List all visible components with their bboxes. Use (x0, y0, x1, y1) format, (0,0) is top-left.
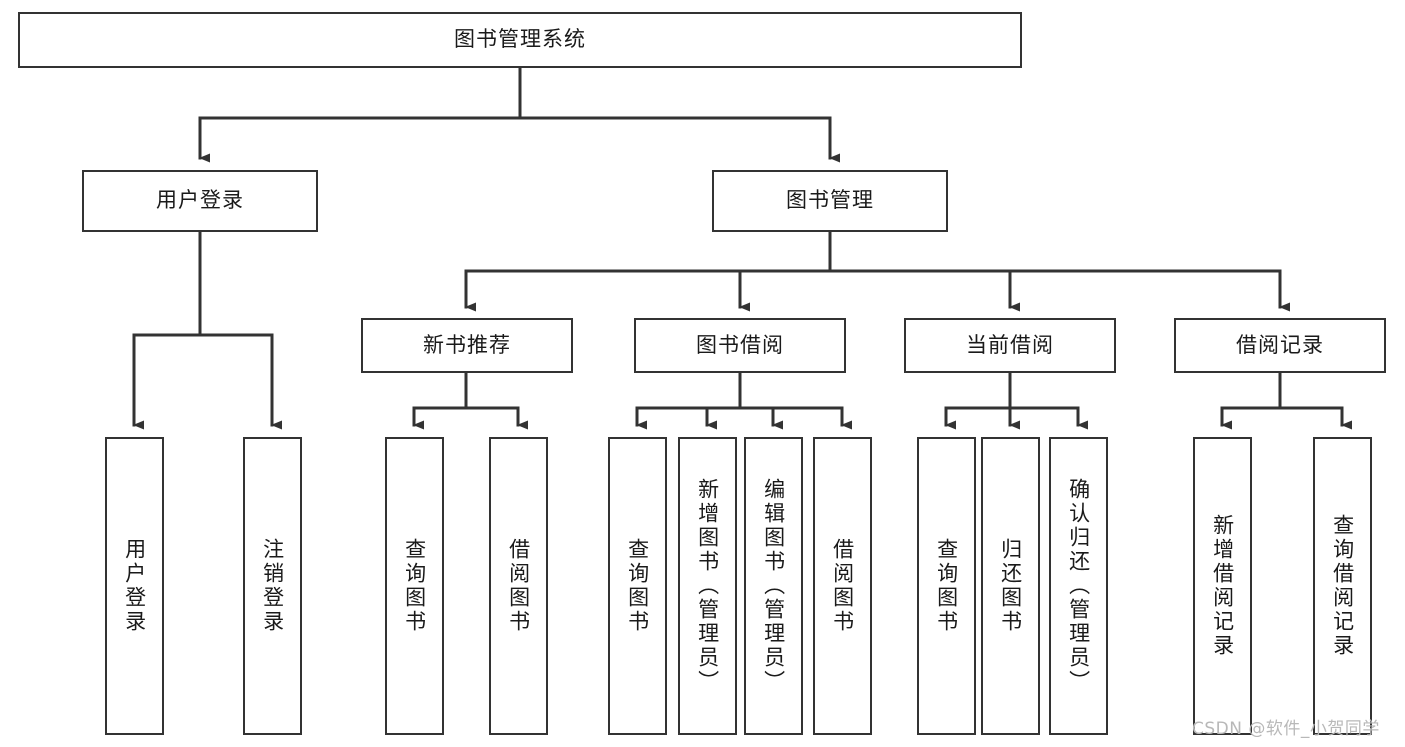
node-book-manage-label: 图书管理 (786, 188, 874, 213)
node-leaf-borrow-book-1-label: 借阅图书 (506, 538, 531, 634)
node-leaf-query-book-1[interactable]: 查询图书 (385, 437, 444, 735)
node-borrow-record[interactable]: 借阅记录 (1174, 318, 1386, 373)
node-leaf-user-login[interactable]: 用户登录 (105, 437, 164, 735)
node-leaf-query-book-3[interactable]: 查询图书 (917, 437, 976, 735)
node-leaf-add-record-label: 新增借阅记录 (1210, 514, 1235, 658)
node-leaf-return-book-label: 归还图书 (998, 538, 1023, 634)
node-leaf-borrow-book-1[interactable]: 借阅图书 (489, 437, 548, 735)
node-root[interactable]: 图书管理系统 (18, 12, 1022, 68)
node-borrow-record-label: 借阅记录 (1236, 332, 1324, 357)
node-leaf-query-book-2[interactable]: 查询图书 (608, 437, 667, 735)
node-leaf-add-record[interactable]: 新增借阅记录 (1193, 437, 1252, 735)
node-leaf-add-book-label: 新增图书（管理员） (695, 478, 720, 694)
node-leaf-edit-book[interactable]: 编辑图书（管理员） (744, 437, 803, 735)
node-leaf-user-logout[interactable]: 注销登录 (243, 437, 302, 735)
node-book-borrow[interactable]: 图书借阅 (634, 318, 846, 373)
node-leaf-borrow-book-2-label: 借阅图书 (830, 538, 855, 634)
node-leaf-query-book-1-label: 查询图书 (402, 538, 427, 634)
node-book-manage[interactable]: 图书管理 (712, 170, 948, 232)
node-new-book-recommend-label: 新书推荐 (423, 332, 511, 357)
node-leaf-confirm-return-label: 确认归还（管理员） (1066, 478, 1091, 694)
node-leaf-return-book[interactable]: 归还图书 (981, 437, 1040, 735)
node-current-borrow-label: 当前借阅 (966, 332, 1054, 357)
node-leaf-query-record[interactable]: 查询借阅记录 (1313, 437, 1372, 735)
node-root-label: 图书管理系统 (454, 27, 586, 52)
node-book-borrow-label: 图书借阅 (696, 332, 784, 357)
node-leaf-add-book[interactable]: 新增图书（管理员） (678, 437, 737, 735)
node-leaf-borrow-book-2[interactable]: 借阅图书 (813, 437, 872, 735)
watermark: CSDN @软件_小贺同学 (1192, 719, 1380, 739)
node-current-borrow[interactable]: 当前借阅 (904, 318, 1116, 373)
node-new-book-recommend[interactable]: 新书推荐 (361, 318, 573, 373)
node-user-login-label: 用户登录 (156, 188, 244, 213)
node-leaf-confirm-return[interactable]: 确认归还（管理员） (1049, 437, 1108, 735)
node-leaf-query-record-label: 查询借阅记录 (1330, 514, 1355, 658)
node-leaf-query-book-3-label: 查询图书 (934, 538, 959, 634)
node-user-login[interactable]: 用户登录 (82, 170, 318, 232)
node-leaf-query-book-2-label: 查询图书 (625, 538, 650, 634)
node-leaf-user-logout-label: 注销登录 (260, 538, 285, 634)
node-leaf-user-login-label: 用户登录 (122, 538, 147, 634)
node-leaf-edit-book-label: 编辑图书（管理员） (761, 478, 786, 694)
